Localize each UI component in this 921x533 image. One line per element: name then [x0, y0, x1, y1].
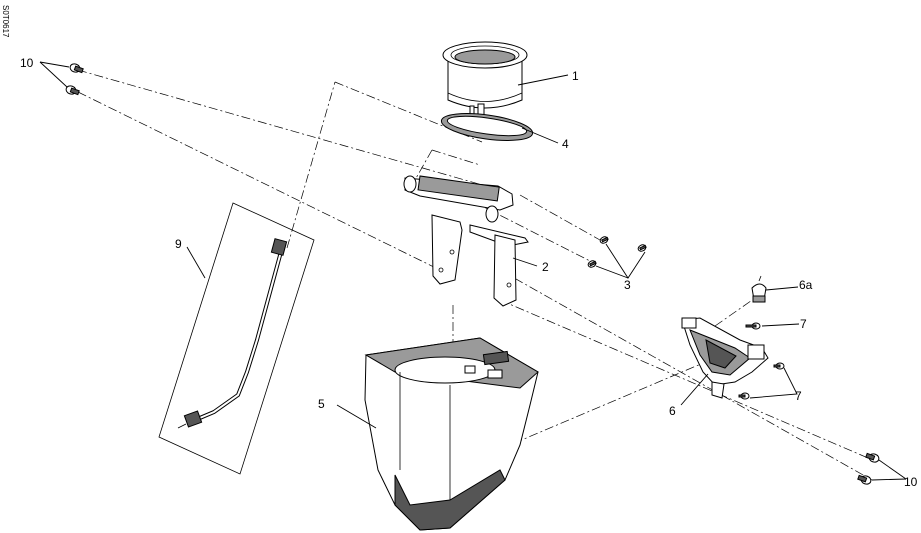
callout-labels: 1 4 2 3 5 6 6a 7 7 9 10 10 — [20, 56, 918, 489]
callout-6: 6 — [669, 404, 676, 418]
leader-lines — [39, 61, 907, 481]
callout-5: 5 — [318, 397, 325, 411]
screws-part-3 — [587, 236, 647, 268]
drawing-code: S0T0617 — [1, 5, 10, 38]
screws-part-7 — [738, 322, 785, 400]
callout-9: 9 — [175, 237, 182, 251]
housing-part-5 — [364, 337, 539, 531]
light-bracket-part-6 — [681, 317, 769, 399]
cable-part-9 — [158, 202, 315, 475]
bracket-part-2 — [403, 175, 529, 307]
bulb-part-6a — [751, 275, 767, 303]
callout-3: 3 — [624, 278, 631, 292]
callout-7-lower: 7 — [795, 389, 802, 403]
callout-2: 2 — [542, 260, 549, 274]
callout-4: 4 — [562, 137, 569, 151]
callout-6a: 6a — [799, 278, 813, 292]
callout-10-right: 10 — [904, 475, 918, 489]
screws-part-10 — [65, 63, 880, 485]
gasket-part-4 — [440, 113, 534, 141]
callout-10-left: 10 — [20, 56, 34, 70]
callout-7-upper: 7 — [800, 317, 807, 331]
callout-1: 1 — [572, 69, 579, 83]
gauge-part-1 — [442, 41, 528, 119]
